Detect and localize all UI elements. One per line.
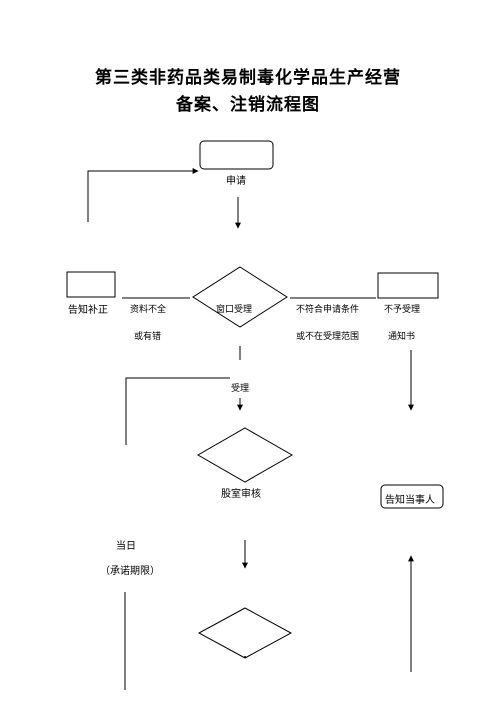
decision-diamond-lower	[197, 607, 293, 659]
window-accept-label: 窗口受理	[216, 305, 253, 315]
dot-marker	[244, 656, 246, 658]
incomplete-label-1: 资料不全	[130, 305, 167, 315]
resubmit-connector	[87, 168, 199, 222]
not-eligible-label-1: 不符合申请条件	[296, 305, 360, 315]
not-eligible-label-2: 或不在受理范围	[296, 332, 360, 342]
accepted-label: 受理	[231, 384, 250, 394]
page-subtitle: 备案、注销流程图	[176, 95, 320, 115]
apply-label: 申请	[226, 176, 246, 187]
promised-period-label: （承诺期限）	[100, 566, 160, 577]
incomplete-label-2: 或有错	[134, 332, 162, 342]
page-title: 第三类非药品类易制毒化学品生产经营	[95, 68, 401, 88]
reject-notice-label-2: 通知书	[388, 332, 416, 342]
section-review-label: 股室审核	[221, 489, 261, 500]
apply-box	[199, 140, 274, 170]
notify-correction-box	[66, 271, 116, 298]
window-accept-diamond	[192, 266, 288, 328]
loop-connector-left	[125, 377, 230, 445]
notify-party-label: 告知当事人	[385, 495, 435, 506]
notify-correction-label: 告知补正	[68, 305, 108, 316]
reject-notice-box	[377, 272, 439, 299]
same-day-label: 当日	[116, 541, 136, 552]
reject-notice-label-1: 不予受理	[384, 305, 421, 315]
notify-party-box	[380, 484, 444, 509]
section-review-diamond	[196, 427, 294, 483]
